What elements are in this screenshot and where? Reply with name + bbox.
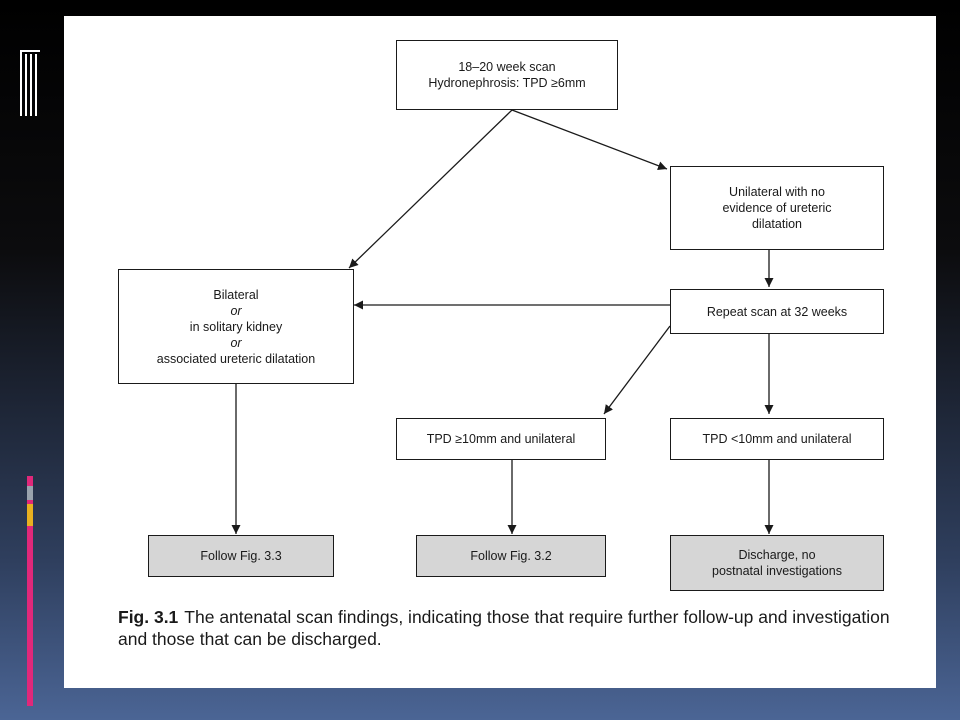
- node-unilateral-no-ureteric-dilatation: Unilateral with no evidence of ureteric …: [670, 166, 884, 250]
- node-line-or: or: [230, 303, 242, 318]
- arrow-scan-to-bilateral: [348, 109, 513, 269]
- node-tpd-ge10-unilateral: TPD ≥10mm and unilateral: [396, 418, 606, 460]
- node-line: dilatation: [751, 217, 803, 231]
- slide-content: 18–20 week scan Hydronephrosis: TPD ≥6mm…: [64, 16, 936, 688]
- node-line: Repeat scan at 32 weeks: [706, 304, 848, 319]
- left-accent-strip: [27, 476, 33, 706]
- figure-caption-label: Fig. 3.1: [118, 607, 179, 627]
- arrow-repeat-to-tpd-ge10: [603, 325, 671, 415]
- node-line: 18–20 week scan: [458, 60, 556, 74]
- node-line: Follow Fig. 3.3: [200, 549, 282, 563]
- node-line: Follow Fig. 3.2: [470, 549, 552, 563]
- node-follow-fig-3-3: Follow Fig. 3.3: [148, 535, 334, 577]
- node-line-or: or: [230, 335, 242, 350]
- node-line: Hydronephrosis: TPD ≥6mm: [428, 76, 586, 90]
- node-line: in solitary kidney: [189, 319, 283, 334]
- node-repeat-scan-32-weeks: Repeat scan at 32 weeks: [670, 289, 884, 334]
- node-line: postnatal investigations: [712, 564, 842, 578]
- accent-square-gray: [27, 486, 33, 500]
- node-discharge: Discharge, no postnatal investigations: [670, 535, 884, 591]
- node-line: TPD <10mm and unilateral: [702, 432, 852, 446]
- arrow-scan-to-unilateral: [511, 109, 668, 171]
- node-line: associated ureteric dilatation: [156, 351, 316, 366]
- node-tpd-lt10-unilateral: TPD <10mm and unilateral: [670, 418, 884, 460]
- node-follow-fig-3-2: Follow Fig. 3.2: [416, 535, 606, 577]
- decorative-lines: [20, 50, 40, 116]
- figure-caption-text: The antenatal scan findings, indicating …: [118, 607, 890, 649]
- node-18-20-week-scan: 18–20 week scan Hydronephrosis: TPD ≥6mm: [396, 40, 618, 110]
- node-line: TPD ≥10mm and unilateral: [426, 432, 576, 446]
- node-bilateral: Bilateral or in solitary kidney or assoc…: [118, 269, 354, 384]
- node-line: Bilateral: [213, 287, 259, 302]
- node-line: evidence of ureteric: [722, 201, 832, 215]
- accent-square-gold: [27, 504, 33, 526]
- node-line: Discharge, no: [738, 548, 816, 562]
- flowchart-edges: [231, 109, 774, 534]
- node-line: Unilateral with no: [729, 185, 825, 199]
